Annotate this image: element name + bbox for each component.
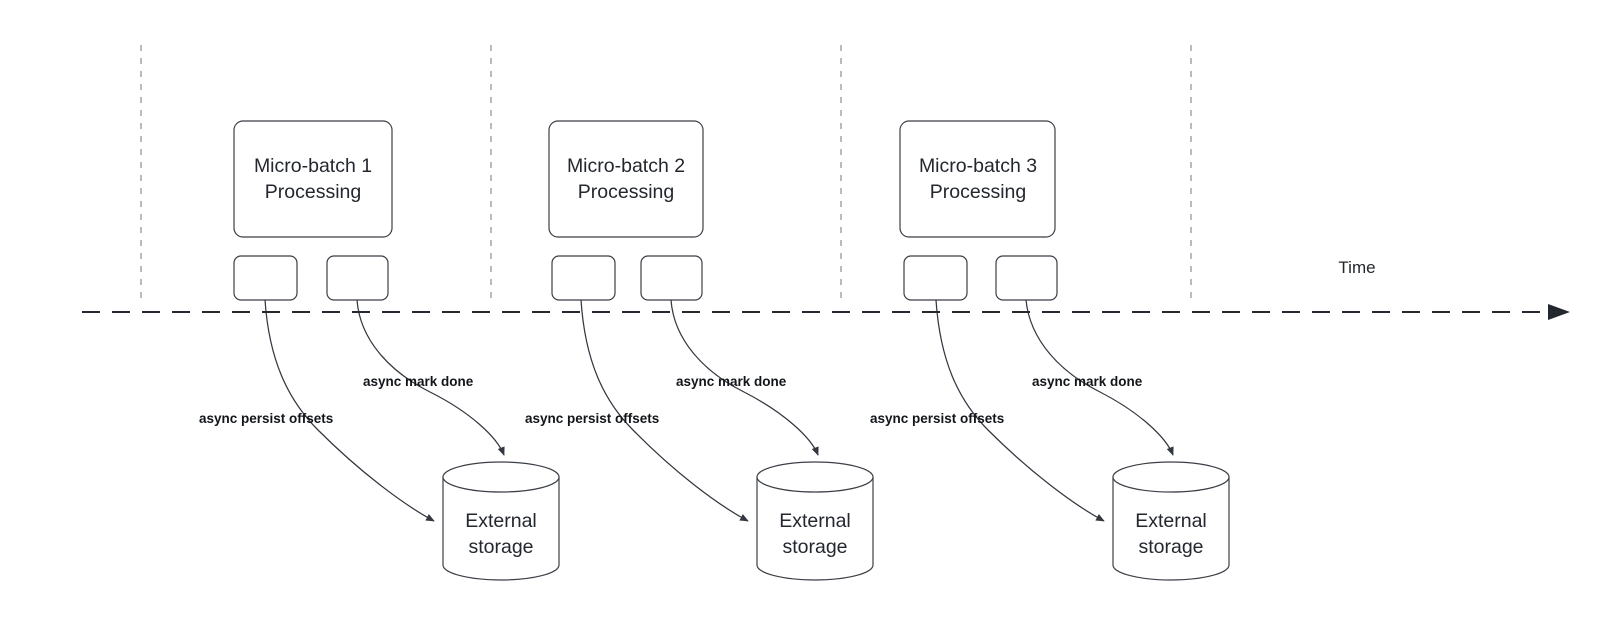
micro-batch-box-1[interactable]: Micro-batch 1 Processing bbox=[233, 120, 393, 238]
flow-mark-done-2 bbox=[670, 299, 819, 456]
external-storage-1-line1: External bbox=[465, 510, 537, 532]
external-storage-1-top bbox=[442, 461, 560, 493]
micro-batch-box-3-line2: Processing bbox=[930, 181, 1026, 203]
time-axis-arrowhead bbox=[1548, 304, 1570, 320]
flow-persist-offsets-1 bbox=[264, 299, 435, 522]
task-box-2b[interactable] bbox=[640, 255, 703, 301]
micro-batch-box-3[interactable]: Micro-batch 3 Processing bbox=[899, 120, 1056, 238]
flow-label-persist-offsets-1: async persist offsets bbox=[199, 411, 333, 426]
micro-batch-box-2-line2: Processing bbox=[578, 181, 674, 203]
task-box-3b[interactable] bbox=[995, 255, 1058, 301]
time-axis: Time bbox=[82, 258, 1570, 320]
flow-label-persist-offsets-3: async persist offsets bbox=[870, 411, 1004, 426]
flow-label-persist-offsets-2: async persist offsets bbox=[525, 411, 659, 426]
flow-persist-offsets-3 bbox=[935, 299, 1105, 522]
flow-label-mark-done-3: async mark done bbox=[1032, 374, 1143, 389]
flow-label-mark-done-2: async mark done bbox=[676, 374, 787, 389]
flow-persist-offsets-2 bbox=[580, 299, 749, 522]
external-storage-1-line2: storage bbox=[468, 536, 533, 558]
external-storage-2-body bbox=[756, 476, 874, 581]
micro-batch-group-2: Micro-batch 2 Processing External storag… bbox=[525, 120, 874, 581]
task-box-1b[interactable] bbox=[326, 255, 389, 301]
external-storage-3-line1: External bbox=[1135, 510, 1207, 532]
micro-batch-box-1-line2: Processing bbox=[265, 181, 361, 203]
micro-batch-box-3-line1: Micro-batch 3 bbox=[919, 155, 1037, 177]
external-storage-1-body bbox=[442, 476, 560, 581]
micro-batch-box-3-rect bbox=[899, 120, 1056, 238]
time-axis-label: Time bbox=[1338, 258, 1375, 277]
external-storage-cylinder-2[interactable]: External storage bbox=[756, 461, 874, 581]
tick-lines-group bbox=[140, 45, 1192, 303]
micro-batch-box-1-rect bbox=[233, 120, 393, 238]
micro-batch-group-1: Micro-batch 1 Processing External storag… bbox=[199, 120, 560, 581]
micro-batch-box-1-line1: Micro-batch 1 bbox=[254, 155, 372, 177]
micro-batch-box-2-line1: Micro-batch 2 bbox=[567, 155, 685, 177]
micro-batch-box-2-rect bbox=[548, 120, 704, 238]
external-storage-2-line2: storage bbox=[782, 536, 847, 558]
external-storage-3-body bbox=[1112, 476, 1230, 581]
external-storage-3-line2: storage bbox=[1138, 536, 1203, 558]
task-box-3a[interactable] bbox=[903, 255, 968, 301]
external-storage-3-top bbox=[1112, 461, 1230, 493]
external-storage-2-top bbox=[756, 461, 874, 493]
external-storage-2-line1: External bbox=[779, 510, 851, 532]
external-storage-cylinder-1[interactable]: External storage bbox=[442, 461, 560, 581]
flow-mark-done-1 bbox=[356, 299, 505, 456]
flow-label-mark-done-1: async mark done bbox=[363, 374, 474, 389]
external-storage-cylinder-3[interactable]: External storage bbox=[1112, 461, 1230, 581]
flow-mark-done-3 bbox=[1025, 299, 1174, 456]
micro-batch-group-3: Micro-batch 3 Processing External storag… bbox=[870, 120, 1230, 581]
micro-batch-box-2[interactable]: Micro-batch 2 Processing bbox=[548, 120, 704, 238]
task-box-1a[interactable] bbox=[233, 255, 298, 301]
task-box-2a[interactable] bbox=[551, 255, 616, 301]
